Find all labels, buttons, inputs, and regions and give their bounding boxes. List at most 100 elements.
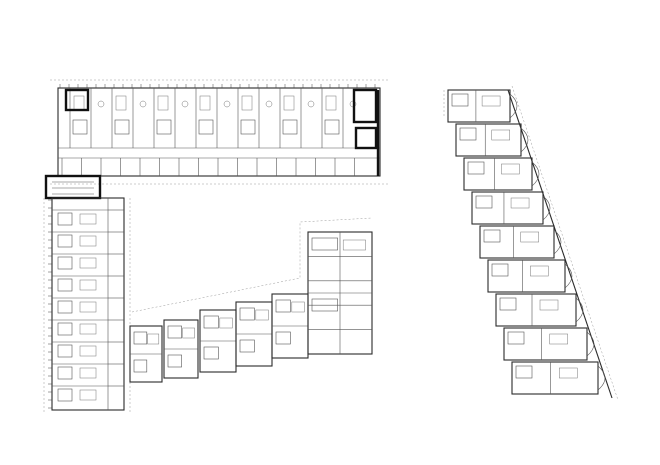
bathroom bbox=[507, 331, 525, 345]
balcony-curve bbox=[564, 263, 573, 289]
bathroom bbox=[459, 127, 477, 141]
bathroom bbox=[156, 119, 172, 135]
tapered-units bbox=[447, 89, 606, 395]
bed bbox=[539, 299, 559, 311]
bed bbox=[291, 301, 305, 313]
bed bbox=[510, 197, 530, 209]
bathroom bbox=[467, 161, 485, 175]
tapered-unit bbox=[447, 89, 511, 123]
bed bbox=[241, 95, 253, 111]
bed bbox=[79, 257, 97, 269]
north-units bbox=[59, 84, 376, 176]
bathroom bbox=[167, 354, 182, 368]
tapered-unit bbox=[479, 225, 555, 259]
bathroom bbox=[57, 388, 73, 402]
bed bbox=[520, 231, 539, 243]
balcony-curve bbox=[575, 297, 584, 323]
bathroom bbox=[239, 307, 255, 321]
bathroom bbox=[499, 297, 517, 311]
bathroom bbox=[203, 315, 219, 329]
bed bbox=[157, 95, 169, 111]
table bbox=[97, 100, 105, 108]
table bbox=[307, 100, 315, 108]
bed bbox=[73, 95, 85, 111]
bed bbox=[79, 323, 97, 335]
west-units bbox=[48, 199, 124, 409]
bed bbox=[549, 333, 568, 345]
bed bbox=[491, 129, 510, 141]
stepped-building bbox=[129, 217, 373, 383]
balcony-curve bbox=[509, 93, 518, 119]
bed bbox=[501, 163, 520, 175]
bed bbox=[79, 345, 97, 357]
bathroom bbox=[72, 119, 88, 135]
bed bbox=[325, 95, 337, 111]
balcony-curve bbox=[520, 127, 529, 153]
bed bbox=[342, 239, 366, 251]
bed bbox=[79, 389, 97, 401]
bathroom bbox=[282, 119, 298, 135]
bed bbox=[530, 265, 549, 277]
tapered-unit bbox=[471, 191, 544, 225]
bed bbox=[79, 301, 97, 313]
bathroom bbox=[451, 93, 469, 107]
bathroom bbox=[324, 119, 340, 135]
tapered-unit bbox=[463, 157, 533, 191]
tapered-unit bbox=[495, 293, 577, 327]
table bbox=[223, 100, 231, 108]
bathroom bbox=[515, 365, 533, 379]
bathroom bbox=[475, 195, 493, 209]
balcony-curve bbox=[597, 365, 606, 391]
tapered-unit bbox=[511, 361, 599, 395]
bathroom bbox=[167, 325, 182, 339]
bathroom bbox=[57, 278, 73, 292]
north-wing bbox=[50, 79, 388, 185]
balcony-curve bbox=[531, 161, 540, 187]
bed bbox=[255, 309, 269, 321]
balcony-curve bbox=[542, 195, 551, 221]
bathroom bbox=[57, 212, 73, 226]
bed bbox=[283, 95, 295, 111]
west-wing bbox=[43, 197, 131, 412]
bed bbox=[79, 367, 97, 379]
tapered-unit bbox=[455, 123, 522, 157]
bathroom bbox=[57, 344, 73, 358]
bed bbox=[79, 213, 97, 225]
bathroom bbox=[239, 339, 255, 353]
bathroom bbox=[57, 300, 73, 314]
bathroom bbox=[275, 331, 291, 345]
tapered-building bbox=[443, 85, 619, 401]
table bbox=[265, 100, 273, 108]
bathroom bbox=[483, 229, 501, 243]
bathroom bbox=[240, 119, 256, 135]
tapered-unit bbox=[487, 259, 566, 293]
bed bbox=[199, 95, 211, 111]
balcony-curve bbox=[586, 331, 595, 357]
bed bbox=[79, 235, 97, 247]
bathroom bbox=[133, 359, 148, 373]
table bbox=[181, 100, 189, 108]
bathroom bbox=[114, 119, 130, 135]
bed bbox=[182, 327, 195, 339]
bed bbox=[481, 95, 501, 107]
bathroom bbox=[57, 322, 73, 336]
tapered-unit bbox=[503, 327, 588, 361]
bathroom bbox=[491, 263, 509, 277]
bathroom bbox=[275, 299, 291, 313]
bathroom bbox=[311, 237, 338, 251]
bed bbox=[79, 279, 97, 291]
bathroom bbox=[57, 256, 73, 270]
bed bbox=[219, 317, 233, 329]
stepped-units bbox=[129, 231, 373, 383]
bed bbox=[115, 95, 127, 111]
balcony-curve bbox=[553, 229, 562, 255]
table bbox=[139, 100, 147, 108]
bathroom bbox=[198, 119, 214, 135]
bed bbox=[559, 367, 578, 379]
corner-stair-core bbox=[44, 174, 102, 200]
bed bbox=[147, 333, 160, 345]
bathroom bbox=[133, 331, 148, 345]
bathroom bbox=[57, 366, 73, 380]
bathroom bbox=[57, 234, 73, 248]
